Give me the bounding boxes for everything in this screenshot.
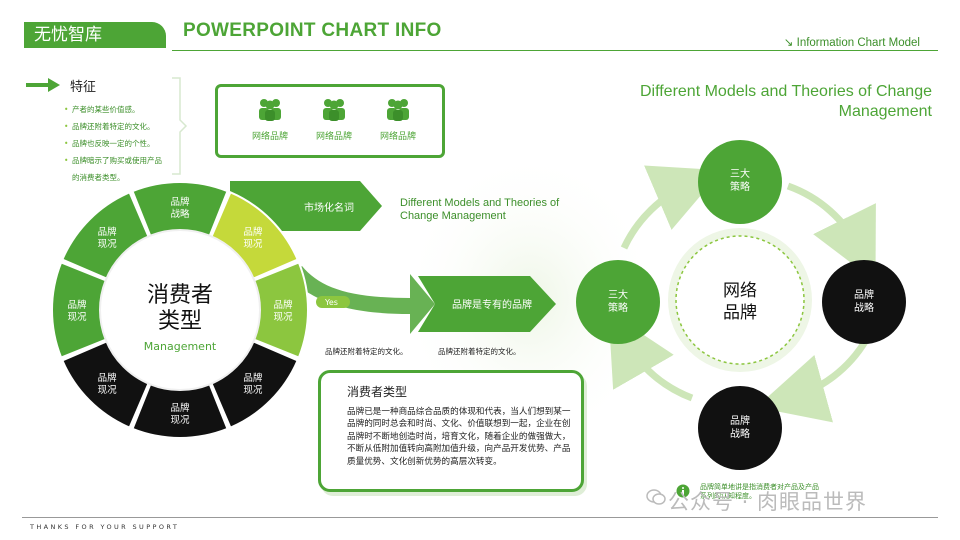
wheel-segment-label: 品牌	[273, 299, 293, 311]
cycle-node-left: 三大 策略	[576, 260, 660, 344]
list-item: 品牌还附着特定的文化。	[64, 118, 174, 135]
people-icon	[387, 99, 409, 121]
wechat-icon	[646, 489, 666, 505]
cycle-arrow	[786, 182, 876, 282]
list-item: 产者的某些价值感。	[64, 101, 174, 118]
cycle-arrow	[620, 165, 723, 250]
cycle-center-ring	[675, 235, 805, 365]
node-label: 三大	[608, 288, 628, 301]
people-label: 网络品牌	[379, 132, 416, 142]
wheel-center-subtitle: Management	[144, 340, 217, 353]
cycle-node-top: 三大 策略	[698, 140, 782, 224]
node-label: 品牌	[730, 414, 750, 427]
features-title: 特征	[70, 80, 97, 95]
people-icon	[323, 99, 345, 121]
wheel-segment-label: 现况	[170, 415, 190, 426]
wheel-segment-label: 现况	[273, 312, 293, 323]
wheel-center-title-1: 消费者	[147, 283, 213, 308]
people-label: 网络品牌	[315, 132, 352, 142]
features-list: 产者的某些价值感。 品牌还附着特定的文化。 品牌也反映一定的个性。 品牌暗示了购…	[64, 101, 174, 186]
note-text: 品牌简单地讲是指消费者对产品及产品系列的认知程度。	[700, 483, 819, 500]
wheel-segment-label: 现况	[67, 312, 87, 323]
caption-left: 品牌还附着特定的文化。	[325, 347, 408, 356]
wheel-segment-label: 现况	[98, 385, 118, 396]
watermark: 公众号 · 肉眼品世界	[668, 490, 868, 514]
card-title: 消费者类型	[347, 385, 408, 399]
wheel-segment-label: 品牌	[98, 226, 118, 238]
cycle-node-bottom: 品牌 战略	[698, 386, 782, 470]
cycle-arrow	[608, 311, 694, 402]
list-item: 品牌也反映一定的个性。	[64, 135, 174, 152]
lower-arrow	[418, 276, 556, 332]
card-body: 品牌已是一种商品综合品质的体现和代表，当人们想到某一品牌的同时总会和时尚、文化、…	[347, 407, 571, 467]
caption-right: 品牌还附着特定的文化。	[438, 347, 521, 356]
mid-title: Different Models and Theories of Change …	[400, 197, 560, 222]
cycle-arrow	[756, 338, 870, 423]
list-item: 的消费者类型。	[72, 173, 125, 182]
people-item: 网络品牌	[304, 97, 364, 142]
bracket-decoration	[172, 77, 188, 175]
wheel-segment-label: 品牌	[98, 372, 118, 384]
brand-logo: 无忧智库	[24, 22, 166, 48]
yes-label: Yes	[324, 298, 338, 307]
yes-curve-arrow	[290, 266, 435, 334]
wheel-segment-label: 品牌	[170, 402, 190, 414]
cycle-node-right: 品牌 战略	[822, 260, 906, 344]
node-label: 战略	[854, 301, 874, 314]
header-divider	[172, 50, 938, 51]
wheel-segment-label: 品牌	[170, 196, 190, 208]
wheel-segment-label: 现况	[98, 239, 118, 250]
footer-text: THANKS FOR YOUR SUPPORT	[30, 523, 180, 531]
header-right-label: ↘ Information Chart Model	[783, 37, 920, 49]
node-label: 战略	[730, 427, 750, 440]
wheel-center	[99, 229, 261, 391]
consumer-type-card: 消费者类型 品牌已是一种商品综合品质的体现和代表，当人们想到某一品牌的同时总会和…	[318, 370, 584, 492]
people-item: 网络品牌	[240, 97, 300, 142]
people-icon	[259, 99, 281, 121]
right-title: Different Models and Theories of Change …	[639, 83, 932, 120]
network-brand-box: 网络品牌 网络品牌 网络品牌	[215, 84, 445, 158]
wheel-segment-label: 现况	[243, 239, 263, 250]
wheel-segment-label: 品牌	[67, 299, 87, 311]
info-icon	[676, 484, 690, 498]
page-title: POWERPOINT CHART INFO	[183, 20, 442, 41]
yes-badge	[316, 296, 350, 308]
wheel-segment-label: 品牌	[243, 372, 263, 384]
cycle-center-1: 网络	[723, 281, 757, 301]
upper-arrow-label: 市场化名词	[304, 201, 354, 214]
brand-cycle-diagram: 网络 品牌 三大 策略 品牌 战略 品牌 战略 三大 策略	[576, 140, 906, 470]
list-item: 品牌暗示了购买或使用产品	[64, 152, 174, 169]
node-label: 三大	[730, 167, 750, 180]
node-label: 品牌	[854, 288, 874, 301]
people-item: 网络品牌	[368, 97, 428, 142]
wheel-segment-label: 战略	[170, 208, 190, 220]
wheel-center-title-2: 类型	[158, 309, 202, 334]
wheel-segment-label: 现况	[243, 385, 263, 396]
node-label: 策略	[608, 301, 628, 314]
people-label: 网络品牌	[251, 132, 288, 142]
wheel-segment-label: 品牌	[243, 226, 263, 238]
footer-divider	[22, 517, 938, 518]
cycle-center-2: 品牌	[723, 303, 757, 323]
node-label: 策略	[730, 180, 750, 193]
lower-arrow-label: 品牌是专有的品牌	[452, 298, 532, 311]
arrow-right-icon	[26, 78, 60, 92]
